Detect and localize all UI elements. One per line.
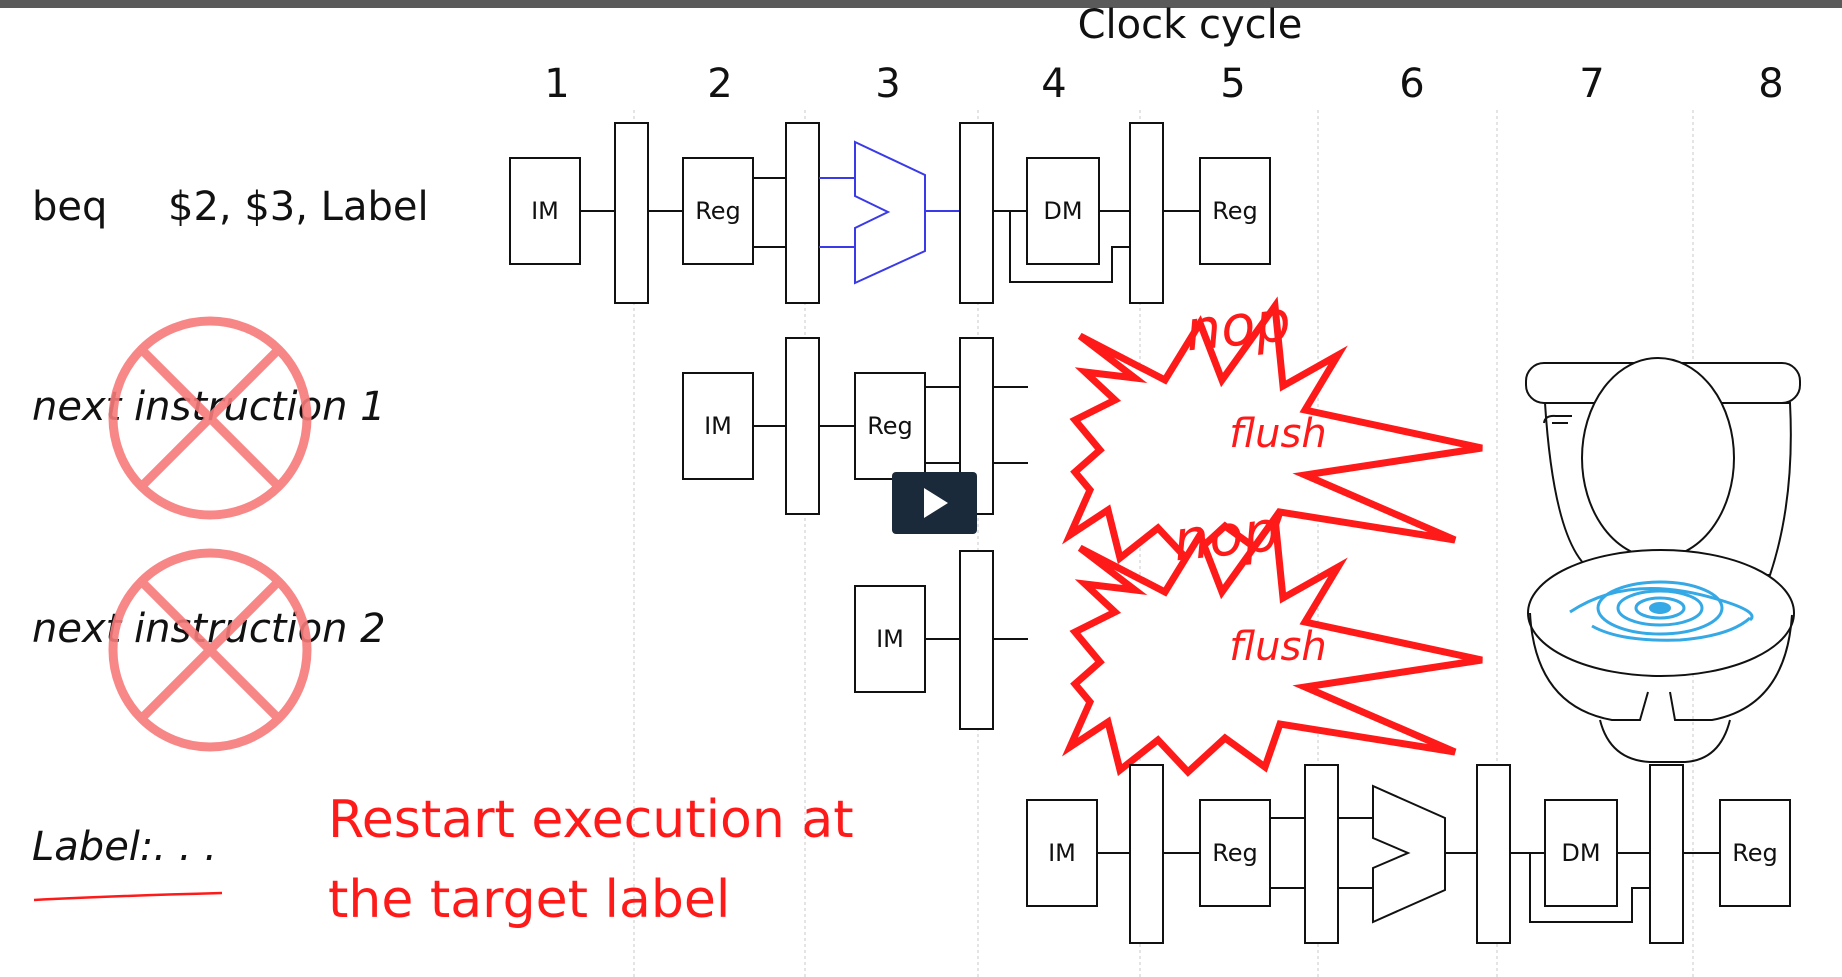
flush-burst: flush <box>1061 508 1483 777</box>
label-instruction: Label:. . . <box>32 824 217 870</box>
pipeline-register <box>1129 122 1164 304</box>
alu-stage <box>1372 784 1446 924</box>
stage-label: Reg <box>1212 839 1258 867</box>
stage-label: Reg <box>867 412 913 440</box>
cycle-number: 1 <box>544 61 569 107</box>
stage-label: IM <box>531 197 559 225</box>
pipeline-register <box>614 122 649 304</box>
reg-stage <box>682 157 754 265</box>
flush-label: flush <box>1229 624 1326 670</box>
nop-annotation: nop <box>1182 289 1294 365</box>
im-stage <box>682 372 754 480</box>
top-bar <box>0 0 1842 8</box>
play-button[interactable] <box>892 472 977 534</box>
reg-stage <box>1199 157 1271 265</box>
restart-text-line2: the target label <box>328 870 730 930</box>
reg-stage <box>1719 799 1791 907</box>
stage-label: DM <box>1043 197 1082 225</box>
cross-icon <box>108 316 312 520</box>
cycle-number: 6 <box>1399 61 1424 107</box>
pipeline-register <box>785 122 820 304</box>
cycle-number: 7 <box>1579 61 1604 107</box>
next2-pipeline <box>854 550 1028 730</box>
cycle-number: 5 <box>1220 61 1245 107</box>
reg-stage <box>1199 799 1271 907</box>
beq-opcode: beq <box>32 184 107 230</box>
beq-operands: $2, $3, Label <box>168 184 429 230</box>
pipeline-register <box>1304 764 1339 944</box>
pipeline-register <box>1649 764 1684 944</box>
beq-pipeline <box>509 122 1271 304</box>
alu-stage <box>854 140 926 285</box>
stage-label: DM <box>1561 839 1600 867</box>
cycle-number: 8 <box>1758 61 1783 107</box>
cycle-number: 4 <box>1041 61 1066 107</box>
stage-label: Reg <box>1732 839 1778 867</box>
cross-icon <box>108 548 312 752</box>
toilet-icon <box>1525 357 1801 763</box>
flush-label: flush <box>1229 411 1326 457</box>
cycle-number: 2 <box>707 61 732 107</box>
pipeline-register <box>959 122 994 304</box>
cycle-number: 3 <box>875 61 900 107</box>
dm-stage <box>1544 799 1618 907</box>
pipeline-register <box>1476 764 1511 944</box>
pipeline-register <box>785 337 820 515</box>
pipeline-register <box>959 550 994 730</box>
label-underline <box>33 891 223 902</box>
play-icon <box>924 488 948 518</box>
label-pipeline <box>1026 764 1791 944</box>
stage-label: IM <box>876 625 904 653</box>
pipeline-register <box>1129 764 1164 944</box>
stage-label: Reg <box>1212 197 1258 225</box>
im-stage <box>509 157 581 265</box>
reg-stage <box>854 372 926 480</box>
dm-stage <box>1026 157 1100 265</box>
restart-text-line1: Restart execution at <box>328 790 854 850</box>
flush-burst: flush <box>1061 296 1483 565</box>
clock-cycle-title: Clock cycle <box>1078 2 1303 48</box>
stage-label: Reg <box>695 197 741 225</box>
im-stage <box>854 585 926 693</box>
nop-annotation: nop <box>1170 499 1282 575</box>
stage-label: IM <box>704 412 732 440</box>
stage-label: IM <box>1048 839 1076 867</box>
